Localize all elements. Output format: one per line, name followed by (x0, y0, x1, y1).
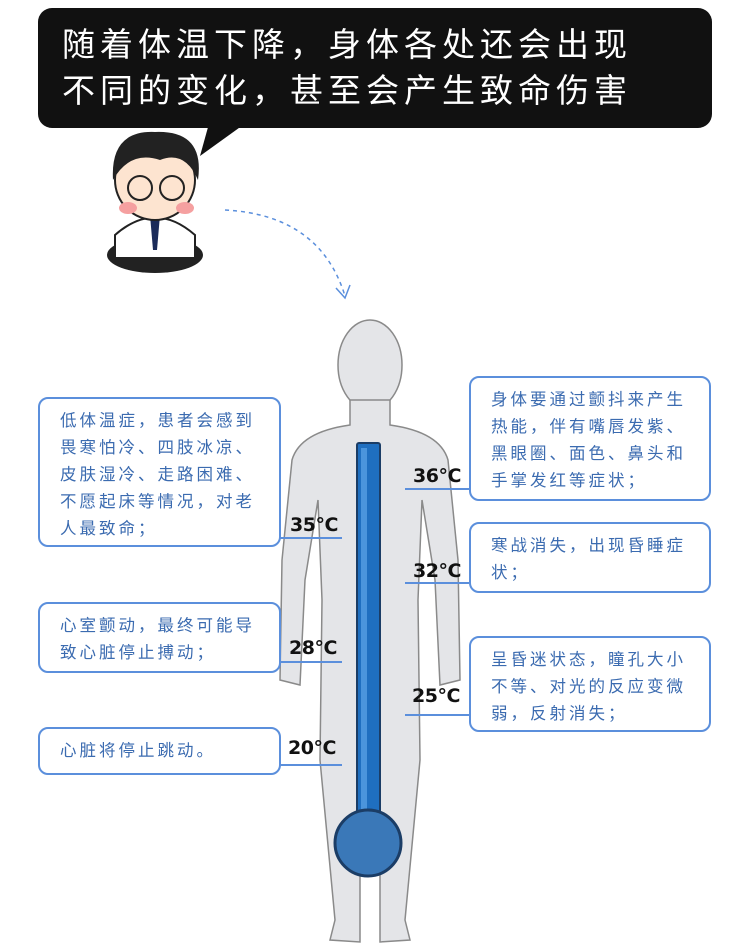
stage-box-28: 心室颤动，最终可能导致心脏停止搏动； (38, 602, 281, 673)
connector-35 (280, 537, 342, 539)
speech-bubble-tail (200, 120, 250, 156)
stage-box-35: 低体温症，患者会感到畏寒怕冷、四肢冰凉、皮肤湿冷、走路困难、不愿起床等情况，对老… (38, 397, 281, 547)
stage-box-25: 呈昏迷状态，瞳孔大小不等、对光的反应变微弱，反射消失； (469, 636, 711, 732)
temp-label-35: 35°C (290, 514, 338, 536)
temp-label-28: 28°C (289, 637, 337, 659)
doctor-cartoon-icon (107, 131, 203, 273)
temp-label-32: 32°C (413, 560, 461, 582)
speech-bubble-banner: 随着体温下降，身体各处还会出现 不同的变化，甚至会产生致命伤害 (38, 8, 712, 128)
connector-32 (405, 582, 469, 584)
banner-line-1: 随着体温下降，身体各处还会出现 (62, 25, 632, 64)
thermometer-icon (333, 442, 403, 878)
stage-box-36: 身体要通过颤抖来产生热能，伴有嘴唇发紫、黑眼圈、面色、鼻头和手掌发红等症状； (469, 376, 711, 501)
stage-box-32: 寒战消失，出现昏睡症状； (469, 522, 711, 593)
temp-label-25: 25°C (412, 685, 460, 707)
stage-box-20: 心脏将停止跳动。 (38, 727, 281, 775)
temp-label-20: 20°C (288, 737, 336, 759)
temp-label-36: 36°C (413, 465, 461, 487)
connector-36 (405, 488, 469, 490)
dashed-arrow-icon (224, 209, 346, 297)
banner-line-2: 不同的变化，甚至会产生致命伤害 (62, 71, 632, 110)
connector-28 (280, 661, 342, 663)
connector-25 (405, 714, 469, 716)
connector-20 (280, 764, 342, 766)
